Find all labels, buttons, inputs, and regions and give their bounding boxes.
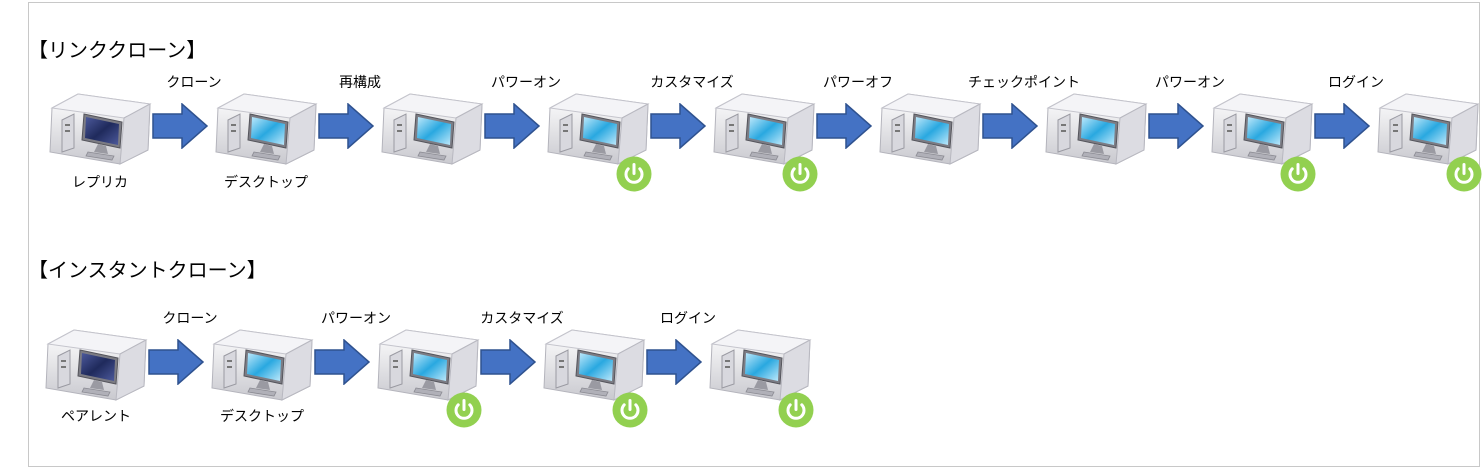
right-arrow-icon xyxy=(318,103,374,149)
power-icon xyxy=(616,156,652,192)
desktop-vm-label: デスクトップ xyxy=(224,175,308,191)
power-icon xyxy=(1446,156,1482,192)
step-label: パワーオフ xyxy=(823,75,893,91)
vm-clone-icon xyxy=(542,326,646,402)
step-label: パワーオン xyxy=(1155,75,1225,91)
right-arrow-icon xyxy=(982,103,1038,149)
right-arrow-icon xyxy=(1314,103,1370,149)
vm-clone-icon xyxy=(376,326,480,402)
step-label: ログイン xyxy=(660,311,716,327)
right-arrow-icon xyxy=(1148,103,1204,149)
vm-clone-icon xyxy=(214,90,318,166)
power-icon xyxy=(778,392,814,428)
source-vm-icon xyxy=(48,90,152,166)
right-arrow-icon xyxy=(816,103,872,149)
step-label: 再構成 xyxy=(339,75,381,91)
linked-clone-title: 【リンククローン】 xyxy=(28,38,207,62)
power-icon xyxy=(1280,156,1316,192)
vm-clone-icon xyxy=(1376,90,1480,166)
vm-clone-icon xyxy=(1044,90,1148,166)
vm-clone-icon xyxy=(878,90,982,166)
step-label: パワーオン xyxy=(321,311,391,327)
source-vm-icon xyxy=(44,326,148,402)
step-label: チェックポイント xyxy=(968,75,1080,91)
diagram-frame xyxy=(28,2,1480,467)
vm-clone-icon xyxy=(210,326,314,402)
right-arrow-icon xyxy=(646,339,702,385)
power-icon xyxy=(612,392,648,428)
source-vm-label: ペアレント xyxy=(61,409,131,425)
vm-clone-icon xyxy=(708,326,812,402)
right-arrow-icon xyxy=(480,339,536,385)
step-label: ログイン xyxy=(1328,75,1384,91)
right-arrow-icon xyxy=(650,103,706,149)
desktop-vm-label: デスクトップ xyxy=(220,409,304,425)
right-arrow-icon xyxy=(152,103,208,149)
right-arrow-icon xyxy=(484,103,540,149)
power-icon xyxy=(446,392,482,428)
step-label: パワーオン xyxy=(491,75,561,91)
vm-clone-icon xyxy=(1210,90,1314,166)
source-vm-label: レプリカ xyxy=(72,175,128,191)
vm-clone-icon xyxy=(712,90,816,166)
instant-clone-title: 【インスタントクローン】 xyxy=(28,258,267,282)
vm-clone-icon xyxy=(546,90,650,166)
vm-clone-icon xyxy=(380,90,484,166)
step-label: クローン xyxy=(166,75,222,91)
step-label: カスタマイズ xyxy=(480,311,564,327)
power-icon xyxy=(782,156,818,192)
step-label: クローン xyxy=(162,311,218,327)
step-label: カスタマイズ xyxy=(650,75,734,91)
right-arrow-icon xyxy=(314,339,370,385)
right-arrow-icon xyxy=(148,339,204,385)
